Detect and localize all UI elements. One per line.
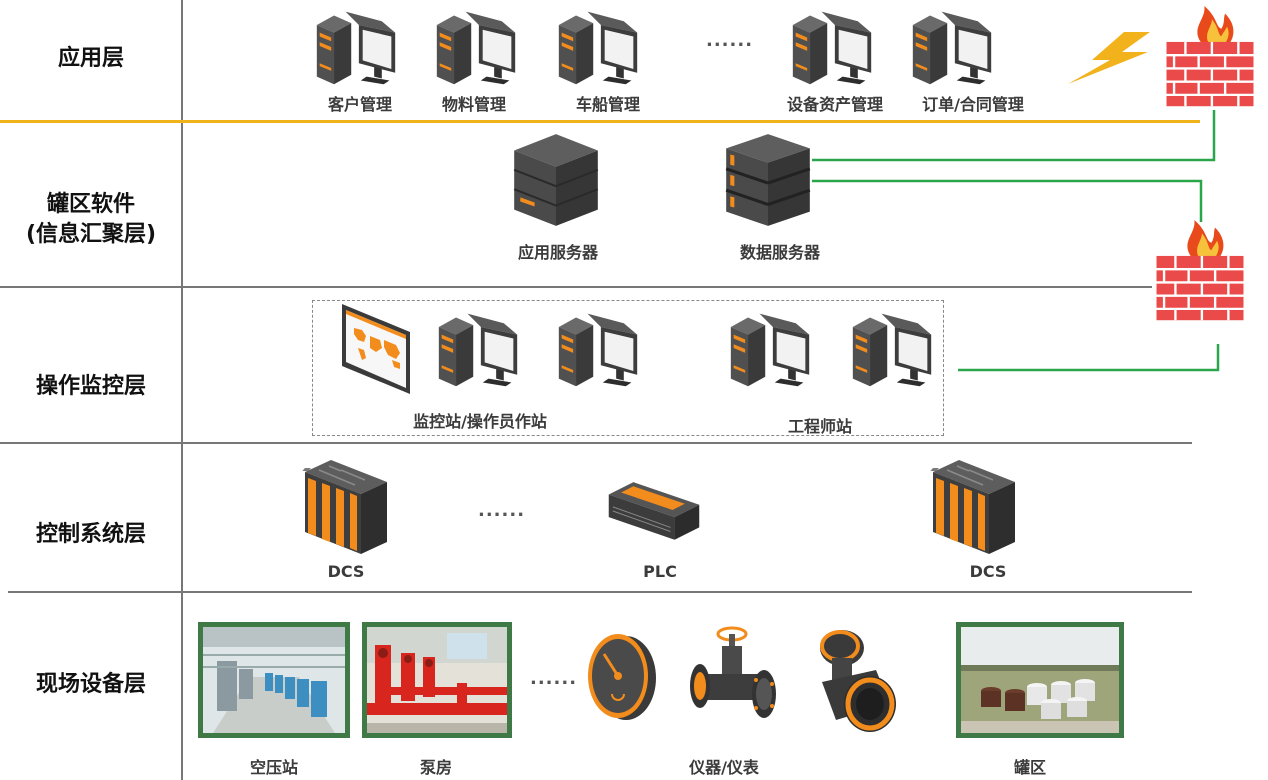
layer-label-application: 应用层 (57, 46, 124, 71)
computer-icon (432, 306, 524, 392)
app-label-material: 物料管理 (441, 95, 506, 114)
field-label-instruments: 仪器/仪表 (689, 758, 759, 777)
application-ellipsis: ...... (706, 30, 754, 51)
software-layer-divider (0, 286, 1152, 288)
valve-icon (690, 626, 776, 718)
layer-label-software: 罐区软件 (信息汇聚层) (0, 190, 182, 250)
server-label-application: 应用服务器 (517, 243, 598, 262)
control-label-dcs-right: DCS (969, 562, 1007, 581)
layer-label-field: 现场设备层 (35, 672, 146, 697)
control-ellipsis: ...... (478, 500, 526, 521)
operation-layer-divider (0, 442, 1192, 444)
server-label-data: 数据服务器 (739, 243, 820, 262)
app-label-asset: 设备资产管理 (786, 95, 883, 114)
field-ellipsis: ...... (530, 668, 578, 689)
computer-icon (846, 306, 938, 392)
layer-label-control: 控制系统层 (35, 522, 146, 547)
lightning-icon (1068, 32, 1150, 84)
control-layer-divider (8, 591, 1192, 593)
dcs-cabinet-icon (300, 456, 392, 556)
layer-label-software-line1: 罐区软件 (46, 192, 135, 217)
operation-station-group (312, 300, 944, 436)
control-label-dcs-left: DCS (327, 562, 365, 581)
tank-farm-photo (956, 622, 1124, 738)
gauge-icon (588, 634, 656, 720)
control-label-plc: PLC (643, 562, 677, 581)
layer-label-divider (181, 0, 183, 780)
map-display-icon (342, 304, 410, 394)
plc-icon (602, 476, 706, 548)
application-layer-divider (0, 120, 1200, 123)
air-compressor-photo (198, 622, 350, 738)
pump-room-photo (362, 622, 512, 738)
operator-station-label: 监控站/操作员作站 (413, 412, 547, 431)
app-label-customer: 客户管理 (327, 95, 392, 114)
flowmeter-icon (820, 630, 896, 732)
layer-label-software-line2: (信息汇聚层) (25, 222, 157, 247)
engineer-station-label: 工程师站 (787, 417, 852, 436)
computer-icon (552, 306, 644, 392)
field-label-pump-room: 泵房 (419, 758, 452, 777)
computer-icon (724, 306, 816, 392)
field-label-air-compressor: 空压站 (249, 758, 298, 777)
layer-label-operation: 操作监控层 (35, 374, 146, 399)
app-label-vehicle: 车船管理 (575, 95, 640, 114)
dcs-cabinet-icon (928, 456, 1020, 556)
field-label-tank-farm: 罐区 (1013, 758, 1046, 777)
firewall-icon (1150, 220, 1250, 324)
app-label-order: 订单/合同管理 (922, 95, 1024, 114)
